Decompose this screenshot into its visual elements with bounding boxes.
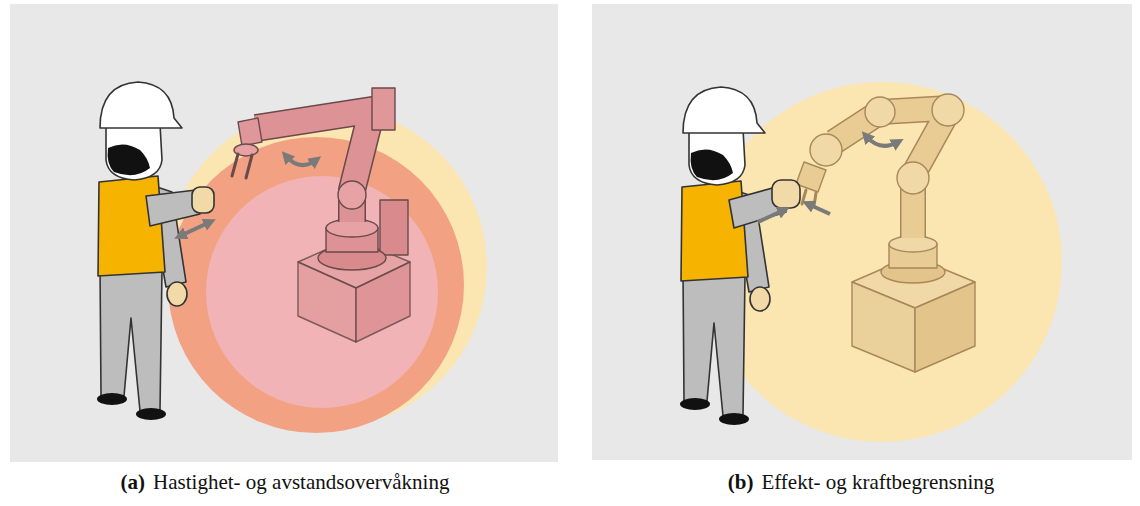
caption-text: Hastighet- og avstandsovervåkning: [153, 470, 449, 495]
worker: [97, 82, 187, 420]
caption-text: Effekt- og kraftbegrensning: [761, 470, 994, 495]
subfigure-letter: (b): [728, 470, 754, 495]
subfigure-caption: (b) Effekt- og kraftbegrensning: [728, 470, 995, 495]
robot-arm: [232, 88, 410, 342]
subfigure-caption: (a) Hastighet- og avstandsovervåkning: [121, 470, 450, 495]
worker: [680, 87, 770, 425]
collaborative-robot: [790, 94, 975, 372]
subfigure-letter: (a): [121, 470, 146, 495]
